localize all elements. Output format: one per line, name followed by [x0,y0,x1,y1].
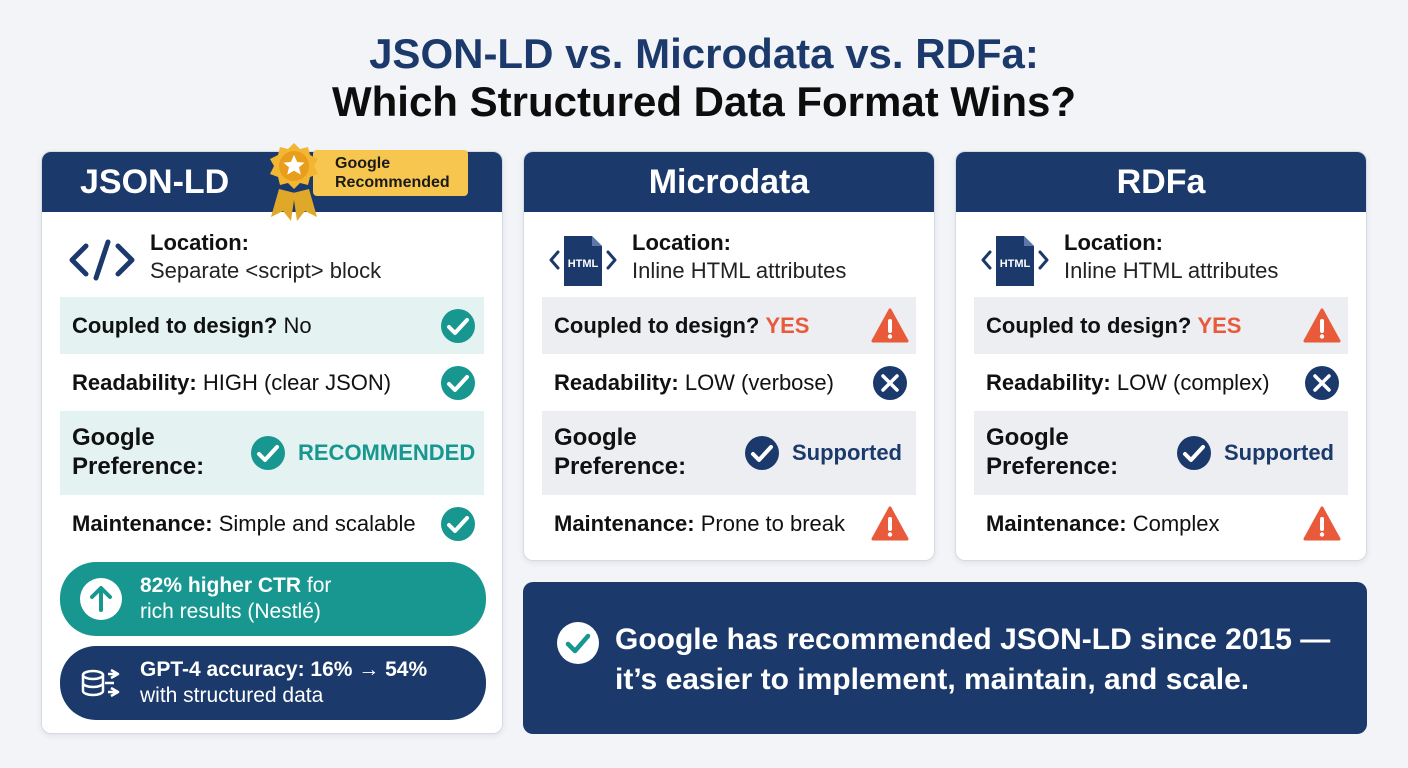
maintenance-label: Maintenance: [72,511,213,536]
preference-label-line-2: Preference: [986,453,1119,480]
star-medal-icon [270,143,318,221]
html-file-icon: HTML [549,236,617,286]
maintenance-value: Complex [1132,511,1220,536]
html-icon-text: HTML [1000,258,1031,270]
preference-value: Supported [792,440,902,465]
readability-label: Readability: [554,369,679,395]
badge-line-1: Google [335,155,391,172]
preference-label-line-2: Preference: [72,453,205,480]
card-title: JSON-LD [80,163,230,201]
stat-ctr-rest: for [301,574,332,597]
arrow-up-icon [80,578,122,620]
google-preference-row: Google Preference: RECOMMENDED [60,411,484,495]
stat-gpt4-bold: GPT-4 accuracy: 16% → 54% [140,658,428,681]
html-icon-text: HTML [568,258,599,270]
coupled-label: Coupled to design? [986,312,1192,338]
location-label: Location: [150,230,249,255]
card-header-rdfa: RDFa [956,152,1366,212]
card-json-ld: JSON-LD Location: Separate <script> bloc… [41,151,503,734]
preference-label-line-1: Google [554,424,637,451]
summary-text: Google has recommended JSON-LD since 201… [615,620,1335,700]
warning-icon [1303,308,1341,342]
location-label: Location: [1064,230,1163,255]
stat-gpt4-line2: with structured data [140,684,324,707]
title-line-2: Which Structured Data Format Wins? [331,78,1076,125]
readability-row: Readability: HIGH (clear JSON) [60,354,484,411]
readability-value: LOW (complex) [1116,369,1270,395]
coupled-row: Coupled to design? YES [542,297,916,354]
location-label: Location: [632,230,731,255]
stat-ctr: 82% higher CTR for rich results (Nestlé) [60,562,486,636]
preference-label: Google Preference: [554,423,686,481]
check-icon [251,436,285,470]
x-icon [873,365,907,400]
stat-ctr-bold: 82% higher CTR [140,574,302,597]
warning-icon [871,506,909,541]
preference-label: Google Preference: [986,423,1118,481]
stat-gpt4: GPT-4 accuracy: 16% → 54% with structure… [60,646,486,720]
badge-line-2: Recommended [335,174,450,191]
card-header-microdata: Microdata [524,152,934,212]
maintenance-value: Prone to break [700,511,846,536]
preference-value: Supported [1224,440,1334,465]
stat-ctr-line2: rich results (Nestlé) [140,600,321,623]
preference-label-line-1: Google [986,424,1069,451]
google-preference-row: Google Preference: Supported [542,411,916,495]
maintenance-row: Maintenance: Simple and scalable [60,495,484,553]
maintenance-label: Maintenance: [554,511,695,536]
html-file-icon: HTML [981,236,1049,286]
location-row: HTML Location: Inline HTML attributes [956,230,1366,290]
check-icon [441,308,475,343]
summary-banner: Google has recommended JSON-LD since 201… [523,582,1367,734]
readability-row: Readability: LOW (complex) [974,354,1348,411]
coupled-value: No [283,312,312,338]
location-row: HTML Location: Inline HTML attributes [524,230,934,290]
readability-label: Readability: [72,369,197,395]
readability-value: LOW (verbose) [684,369,834,395]
maintenance-label: Maintenance: [986,511,1127,536]
google-recommended-badge: Google Recommended [263,143,473,222]
check-icon [441,365,475,400]
coupled-row: Coupled to design? No [60,297,484,354]
page-title: JSON-LD vs. Microdata vs. RDFa: Which St… [0,30,1408,126]
preference-label-line-1: Google [72,424,155,451]
card-title: RDFa [1116,163,1206,201]
coupled-row: Coupled to design? YES [974,297,1348,354]
readability-label: Readability: [986,369,1111,395]
summary-line-1: Google has recommended JSON-LD since 201… [615,623,1331,656]
card-microdata: Microdata HTML Location: Inline HTML att… [523,151,935,561]
coupled-value: YES [765,312,810,338]
check-icon [1177,436,1211,470]
preference-value: RECOMMENDED [298,440,476,465]
card-rdfa: RDFa HTML Location: Inline HTML attribut… [955,151,1367,561]
database-network-icon [81,668,120,698]
x-icon [1305,365,1339,400]
summary-line-2: it’s easier to implement, maintain, and … [615,663,1250,696]
warning-icon [1303,506,1341,541]
title-line-1: JSON-LD vs. Microdata vs. RDFa: [369,30,1039,77]
card-title: Microdata [648,163,810,201]
preference-label-line-2: Preference: [554,453,687,480]
coupled-label: Coupled to design? [554,312,760,338]
readability-row: Readability: LOW (verbose) [542,354,916,411]
location-value: Inline HTML attributes [632,258,847,283]
location-value: Separate <script> block [150,258,382,283]
preference-label: Google Preference: [72,423,204,481]
code-brackets-icon [69,239,135,281]
maintenance-row: Maintenance: Complex [974,495,1348,553]
check-icon [441,507,475,541]
check-icon [557,622,599,664]
maintenance-value: Simple and scalable [218,511,416,536]
coupled-label: Coupled to design? [72,312,278,338]
location-row: Location: Separate <script> block [42,230,502,290]
warning-icon [871,308,909,342]
readability-value: HIGH (clear JSON) [202,369,392,395]
google-preference-row: Google Preference: Supported [974,411,1348,495]
maintenance-row: Maintenance: Prone to break [542,495,916,553]
coupled-value: YES [1197,312,1242,338]
location-value: Inline HTML attributes [1064,258,1279,283]
badge-label: Google Recommended [313,150,468,196]
check-icon [745,436,779,470]
